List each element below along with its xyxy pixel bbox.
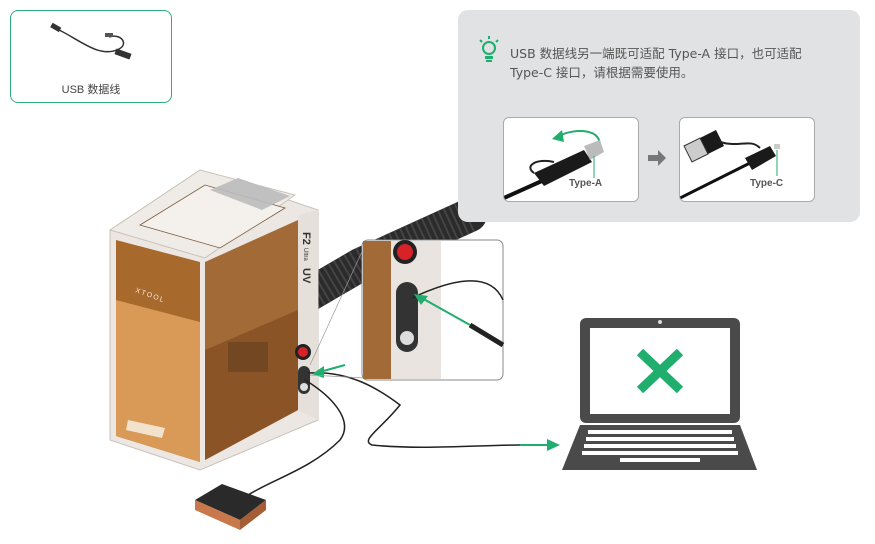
foot-switch [195, 484, 266, 530]
type-a-label: Type-A [569, 178, 603, 189]
tip-callout: USB 数据线另一端既可适配 Type-A 接口，也可适配 Type-C 接口，… [458, 10, 860, 222]
keyboard [582, 430, 738, 462]
type-c-panel: Type-C [679, 117, 815, 202]
tip-text: USB 数据线另一端既可适配 Type-A 接口，也可适配 Type-C 接口，… [510, 46, 802, 80]
lightbulb-icon [479, 36, 499, 62]
usb-cable-card: USB 数据线 [10, 10, 172, 103]
xtool-logo [636, 348, 684, 394]
cables [244, 371, 521, 498]
arrow-right-icon [648, 150, 666, 166]
exhaust-pipe [283, 198, 487, 317]
laser-machine: XTOOL F2 Ultra UV [108, 169, 319, 471]
usb-cable-icon [50, 22, 132, 60]
model-label: F2 [300, 232, 312, 245]
type-c-label: Type-C [750, 178, 784, 189]
vent-grille [228, 342, 268, 372]
type-a-panel: Type-A [503, 117, 639, 202]
svg-text:UV: UV [300, 268, 312, 284]
port-zoom-inset [309, 239, 505, 381]
laptop [562, 318, 757, 470]
svg-text:Ultra: Ultra [302, 248, 308, 261]
usb-cable-label: USB 数据线 [61, 84, 121, 96]
